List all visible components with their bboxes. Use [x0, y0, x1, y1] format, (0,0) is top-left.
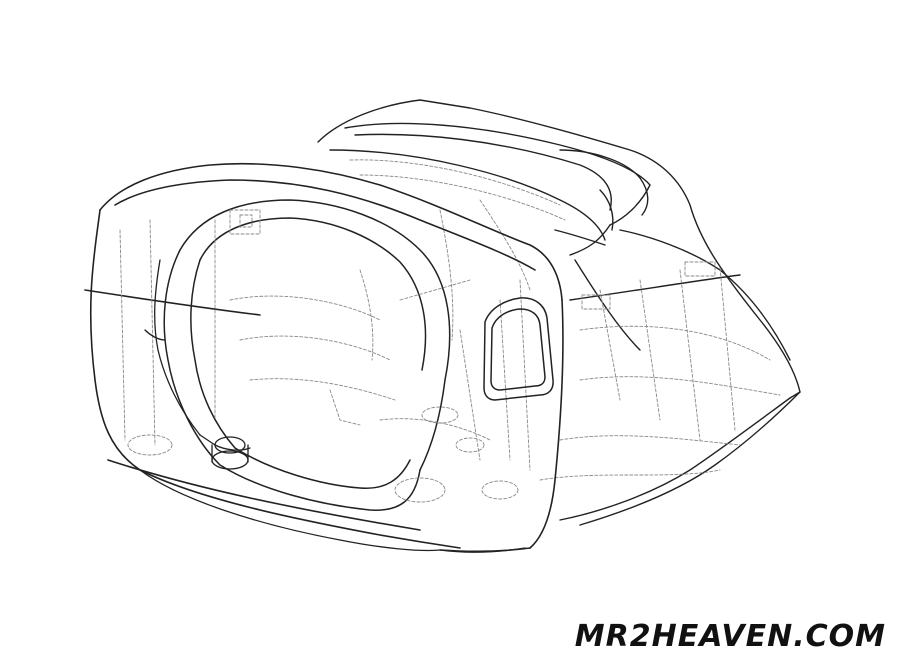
- rear-housing: [317, 99, 801, 526]
- inner-hidden-structure: [119, 209, 531, 503]
- lower-lip: [139, 469, 526, 553]
- rear-hidden-lines: [349, 159, 781, 481]
- side-window-cutout: [483, 297, 554, 401]
- site-watermark-logo: MR2HEAVEN.COM: [574, 619, 886, 654]
- left-bracket: [144, 259, 251, 470]
- top-cap: [554, 149, 649, 246]
- inner-opening: [163, 199, 451, 511]
